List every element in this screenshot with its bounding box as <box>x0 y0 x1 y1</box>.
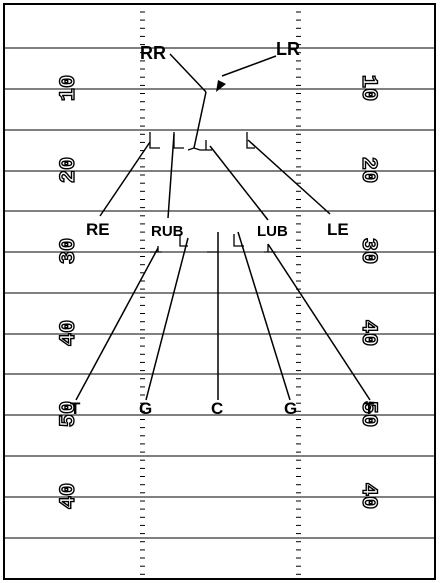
connector-rub <box>167 133 175 219</box>
yard-number-left: 40 <box>56 483 81 509</box>
label-t-right: T <box>364 399 375 418</box>
connector-re <box>99 141 151 217</box>
yard-number-right: 10 <box>356 75 381 101</box>
connector-lines <box>75 53 371 401</box>
label-lub: LUB <box>257 223 288 240</box>
label-re: RE <box>86 220 110 239</box>
marker-re <box>149 132 160 149</box>
marker-center-top <box>200 140 212 151</box>
yard-number-left: 40 <box>56 320 81 346</box>
hash-marks <box>140 11 301 575</box>
yard-number-right: 30 <box>356 238 381 264</box>
label-c: C <box>211 399 223 418</box>
yard-number-right: 40 <box>356 483 381 509</box>
yard-number-right: 40 <box>356 320 381 346</box>
connector-g-left <box>145 237 189 401</box>
yard-number-left: 10 <box>56 75 81 101</box>
yard-number-right: 20 <box>356 157 381 183</box>
label-rub: RUB <box>151 223 184 240</box>
yard-number-left: 30 <box>56 238 81 264</box>
right-yard-numbers: 10 20 30 40 50 40 <box>355 74 381 510</box>
label-g-right: G <box>284 399 297 418</box>
yard-number-left: 50 <box>56 401 81 427</box>
arrowhead-icon <box>216 80 226 92</box>
connector-rr <box>169 53 207 93</box>
label-g-left: G <box>139 399 152 418</box>
position-labels: RR LR RE RUB LUB LE T G C G T <box>70 39 375 418</box>
label-lr: LR <box>276 39 300 59</box>
connector-t-left <box>75 247 159 401</box>
label-t-left: T <box>70 399 81 418</box>
marker-lub-top <box>246 132 255 149</box>
connector-le <box>247 139 331 215</box>
yard-number-right: 50 <box>356 401 381 427</box>
yard-lines <box>4 47 435 539</box>
label-rr: RR <box>140 43 166 63</box>
field-border <box>3 3 436 580</box>
left-yard-numbers: 10 20 30 40 50 40 <box>55 74 81 510</box>
connector-g-right <box>237 231 291 401</box>
yard-number-left: 20 <box>56 157 81 183</box>
connector-rr-down <box>193 91 207 149</box>
marker-g-right <box>233 234 244 247</box>
connector-t-right <box>267 243 371 401</box>
connector-lr <box>221 55 277 77</box>
label-le: LE <box>327 220 349 239</box>
connector-lub <box>209 145 269 221</box>
